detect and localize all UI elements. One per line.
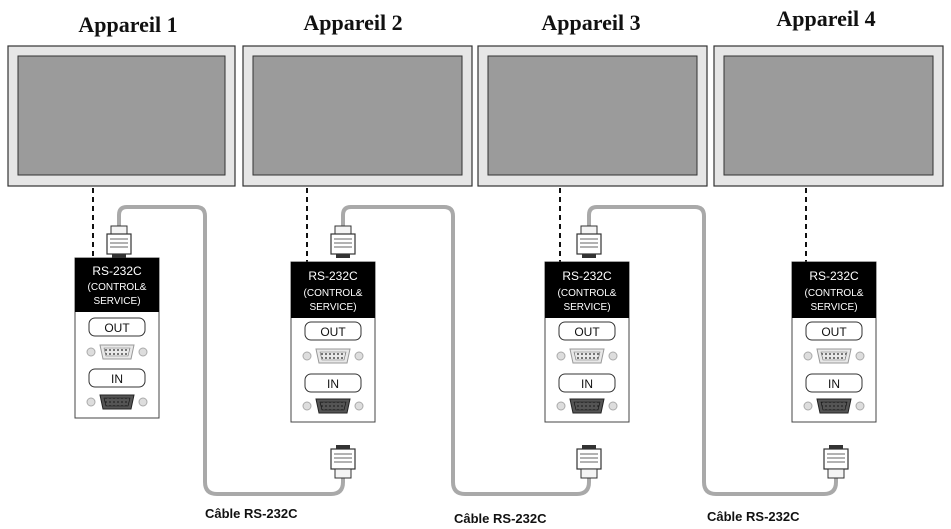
cable-3 (587, 205, 838, 496)
in-button[interactable] (805, 373, 863, 393)
out-port (86, 344, 148, 360)
cable-label-1: Câble RS-232C (205, 506, 298, 521)
cable-label-2: Câble RS-232C (454, 511, 547, 526)
device-title: Appareil 2 (303, 10, 402, 35)
in-port (302, 398, 364, 414)
rs232-cables (117, 205, 838, 496)
out-label: OUT (104, 321, 130, 335)
out-button[interactable] (558, 321, 616, 341)
out-label: OUT (574, 325, 600, 339)
port-subtitle-1: (CONTROL& (304, 288, 363, 299)
cable-connector-bottom (823, 445, 849, 479)
port-subtitle-2: SERVICE) (810, 302, 857, 313)
port-subtitle-1: (CONTROL& (558, 288, 617, 299)
in-label: IN (581, 377, 593, 391)
port-subtitle-1: (CONTROL& (805, 288, 864, 299)
monitor-screen (487, 55, 698, 176)
device-title: Appareil 3 (541, 10, 640, 35)
device-title: Appareil 4 (776, 6, 875, 31)
in-label: IN (828, 377, 840, 391)
rs232-panel-header (545, 262, 629, 318)
rs232-panel-header (291, 262, 375, 318)
in-port (556, 398, 618, 414)
in-button[interactable] (88, 368, 146, 388)
device-4: Appareil 4 RS-232C (CONTROL& SERVICE) OU… (713, 6, 944, 479)
out-label: OUT (821, 325, 847, 339)
out-button[interactable] (805, 321, 863, 341)
cable-connector-bottom (576, 445, 602, 479)
port-title: RS-232C (308, 269, 358, 283)
port-subtitle-2: SERVICE) (93, 296, 140, 307)
port-title: RS-232C (562, 269, 612, 283)
monitor-screen (17, 55, 226, 176)
out-button[interactable] (304, 321, 362, 341)
port-subtitle-2: SERVICE) (309, 302, 356, 313)
in-port (86, 394, 148, 410)
in-port (803, 398, 865, 414)
port-title: RS-232C (809, 269, 859, 283)
out-port (556, 348, 618, 364)
cable-1 (117, 205, 345, 496)
in-button[interactable] (558, 373, 616, 393)
in-label: IN (327, 377, 339, 391)
cable-connector-top (330, 225, 356, 258)
rs232-panel-header (792, 262, 876, 318)
cable-connector-top (576, 225, 602, 258)
rs232-panel-header (75, 258, 159, 312)
cable-connector-top (106, 225, 132, 258)
port-subtitle-2: SERVICE) (563, 302, 610, 313)
cable-connector-bottom (330, 445, 356, 479)
out-label: OUT (320, 325, 346, 339)
port-title: RS-232C (92, 264, 142, 278)
device-3: Appareil 3 RS-232C (CONTROL& SERVICE) OU… (477, 10, 708, 479)
device-2: Appareil 2 RS-232C (CONTROL& SERVICE) OU… (242, 10, 473, 479)
monitor-screen (723, 55, 934, 176)
out-port (302, 348, 364, 364)
in-button[interactable] (304, 373, 362, 393)
device-title: Appareil 1 (78, 12, 177, 37)
out-port (803, 348, 865, 364)
port-subtitle-1: (CONTROL& (88, 282, 147, 293)
in-label: IN (111, 372, 123, 386)
device-1: Appareil 1 RS-232C (CONTROL& SERVICE) OU… (7, 12, 236, 419)
cable-label-3: Câble RS-232C (707, 509, 800, 524)
out-button[interactable] (88, 317, 146, 337)
cable-2 (341, 205, 591, 496)
monitor-screen (252, 55, 463, 176)
